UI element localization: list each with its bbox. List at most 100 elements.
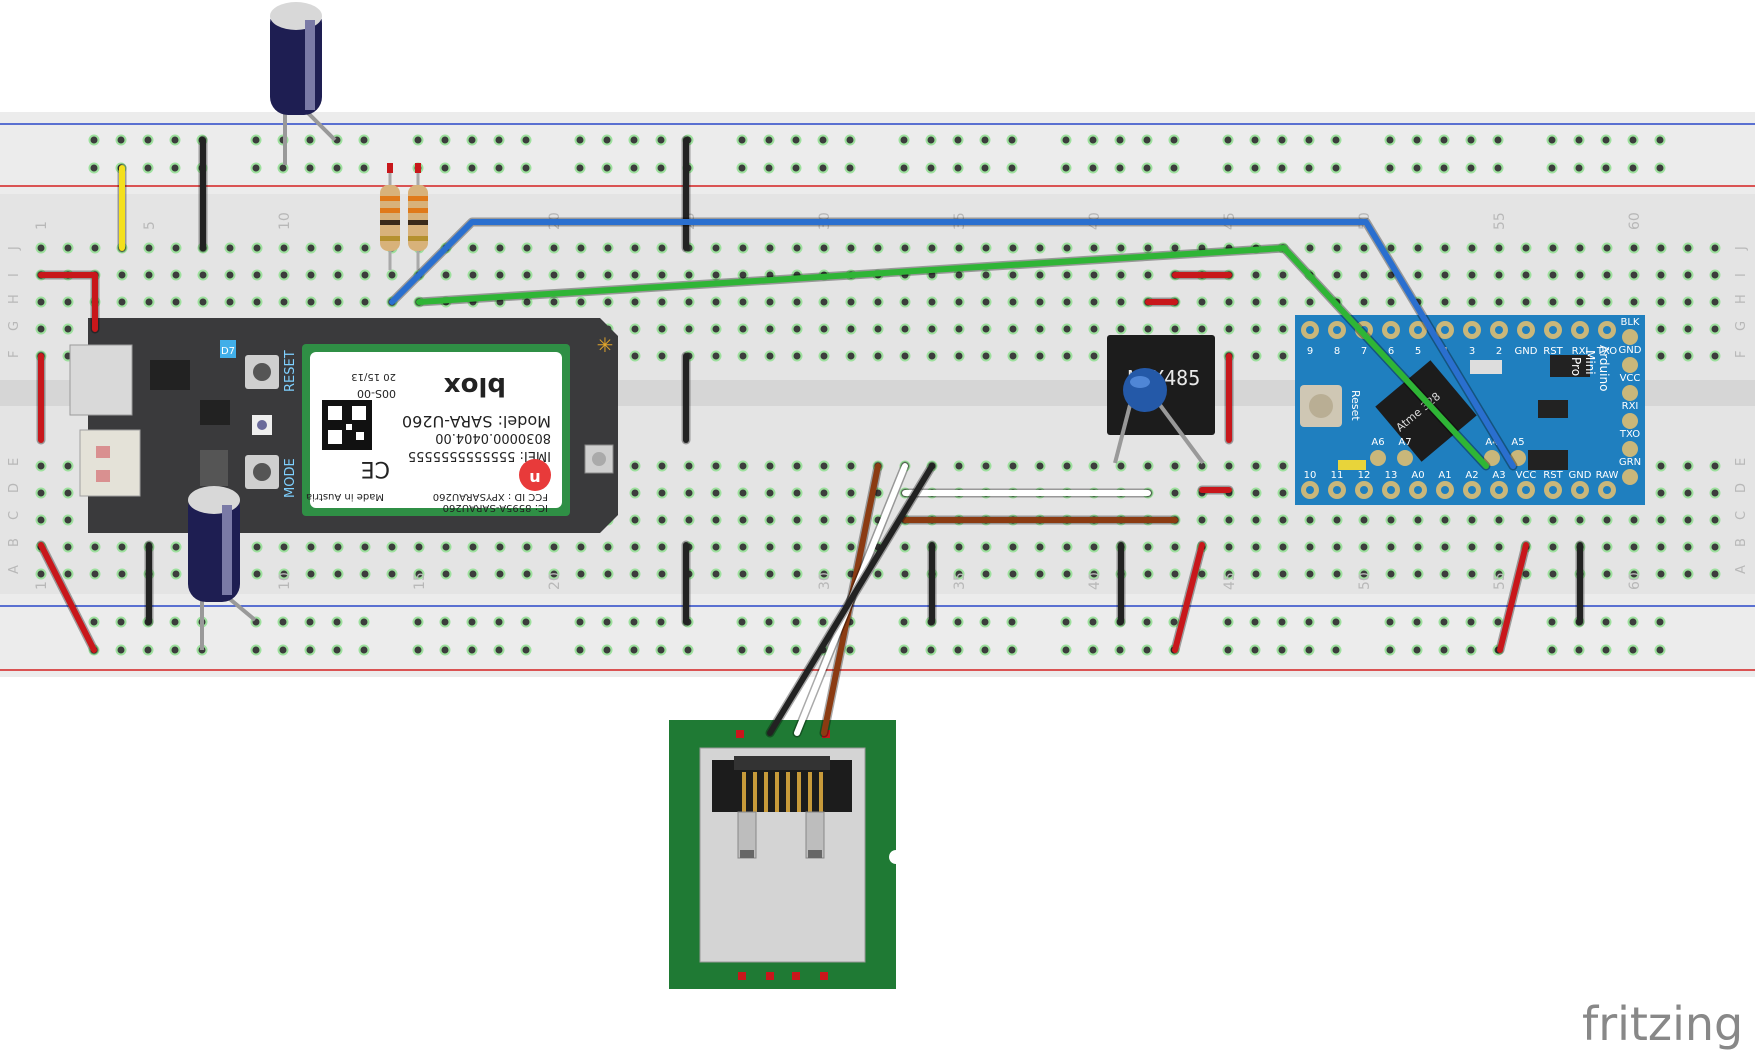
breadboard-hole: [116, 296, 128, 308]
rail-hole: [115, 616, 127, 628]
breadboard-hole: [1007, 269, 1019, 281]
breadboard-hole: [872, 323, 884, 335]
breadboard-hole: [170, 242, 182, 254]
breadboard-hole: [629, 269, 641, 281]
resistor-pair[interactable]: [380, 163, 428, 270]
breadboard-hole: [710, 460, 722, 472]
rail-hole: [763, 616, 775, 628]
breadboard-hole: [953, 568, 965, 580]
breadboard-hole: [575, 269, 587, 281]
rail-hole: [655, 616, 667, 628]
breadboard-hole: [1061, 323, 1073, 335]
breadboard-hole: [1250, 350, 1262, 362]
breadboard-hole: [1142, 568, 1154, 580]
atmega-chip: [1375, 360, 1477, 462]
breadboard-hole: [683, 487, 695, 499]
breadboard-hole: [62, 242, 74, 254]
rail-hole: [601, 134, 613, 146]
arduino-pin-hole: [1387, 486, 1395, 494]
breadboard-hole: [980, 541, 992, 553]
breadboard-hole: [1412, 541, 1424, 553]
breadboard-hole: [1709, 296, 1721, 308]
rail-hole: [1438, 644, 1450, 656]
breadboard-hole: [1628, 242, 1640, 254]
breadboard-hole: [1439, 269, 1451, 281]
breadboard-hole: [1304, 242, 1316, 254]
column-number-top: 5: [142, 221, 158, 230]
svg-text:FCC ID : XPYSARAU260: FCC ID : XPYSARAU260: [433, 491, 548, 502]
breadboard-hole: [602, 541, 614, 553]
breadboard-hole: [1061, 350, 1073, 362]
breadboard-hole: [1493, 541, 1505, 553]
rj45-jack[interactable]: [669, 720, 903, 989]
breadboard-hole: [440, 269, 452, 281]
row-letter: I: [7, 273, 22, 277]
arduino-pin-hole: [1549, 486, 1557, 494]
row-letter: B: [7, 538, 22, 547]
breadboard-hole: [1547, 568, 1559, 580]
rail-hole: [790, 162, 802, 174]
rail-hole: [574, 644, 586, 656]
arduino-pin-label: GRN: [1619, 457, 1641, 468]
rail-hole: [1006, 644, 1018, 656]
breadboard-hole: [926, 242, 938, 254]
column-number-bottom: 45: [1222, 572, 1238, 590]
breadboard-hole: [1142, 269, 1154, 281]
rail-hole: [1276, 162, 1288, 174]
row-letter: E: [1734, 458, 1749, 466]
rail-hole: [1438, 616, 1450, 628]
breadboard-hole: [35, 296, 47, 308]
column-number-bottom: 20: [547, 572, 563, 590]
wire-red: [1172, 542, 1205, 653]
arduino-pin-hole: [1603, 486, 1611, 494]
arduino-pin-label: RST: [1543, 470, 1563, 481]
rail-hole: [466, 134, 478, 146]
breadboard-hole: [656, 242, 668, 254]
rail-hole: [439, 134, 451, 146]
rail-hole: [142, 644, 154, 656]
breadboard-hole: [899, 541, 911, 553]
rail-hole: [1465, 644, 1477, 656]
breadboard-hole: [1358, 514, 1370, 526]
ceramic-capacitor[interactable]: [1113, 368, 1205, 465]
breadboard-hole: [1250, 487, 1262, 499]
breadboard-hole: [170, 541, 182, 553]
breadboard-hole: [1277, 269, 1289, 281]
breadboard-hole: [1628, 514, 1640, 526]
breadboard-hole: [710, 487, 722, 499]
electrolytic-capacitor-top[interactable]: [270, 2, 337, 165]
mode-label: MODE: [283, 458, 298, 498]
svg-text:IMEI: 5555555555555: IMEI: 5555555555555: [408, 448, 551, 463]
breadboard-hole: [953, 350, 965, 362]
rail-hole: [1060, 644, 1072, 656]
breadboard-hole: [548, 568, 560, 580]
rail-hole: [682, 644, 694, 656]
breadboard-hole: [737, 350, 749, 362]
breadboard-hole: [953, 541, 965, 553]
electrolytic-capacitor-bottom[interactable]: [188, 486, 257, 650]
breadboard-hole: [521, 269, 533, 281]
breadboard-hole: [1169, 487, 1181, 499]
breadboard-hole: [1358, 541, 1370, 553]
breadboard-hole: [548, 296, 560, 308]
breadboard-hole: [1466, 568, 1478, 580]
arduino-pin-label: A7: [1398, 437, 1411, 448]
arduino-pin-label: 9: [1307, 346, 1313, 357]
rail-hole: [1006, 162, 1018, 174]
rail-hole: [763, 162, 775, 174]
breadboard-hole: [1547, 541, 1559, 553]
breadboard-hole: [980, 460, 992, 472]
arduino-pin-label: 13: [1385, 470, 1398, 481]
rail-hole: [1384, 134, 1396, 146]
breadboard-hole: [1034, 460, 1046, 472]
rail-hole: [790, 134, 802, 146]
breadboard-hole: [494, 541, 506, 553]
breadboard-hole: [35, 568, 47, 580]
rail-hole: [1249, 162, 1261, 174]
breadboard-hole: [170, 269, 182, 281]
breadboard-hole: [251, 269, 263, 281]
row-letter: J: [7, 246, 22, 251]
breadboard-hole: [1277, 350, 1289, 362]
electron-cellular-board[interactable]: D7 RESET MODE FCC ID : XPYSARAU260 IC: 8…: [69, 318, 618, 533]
